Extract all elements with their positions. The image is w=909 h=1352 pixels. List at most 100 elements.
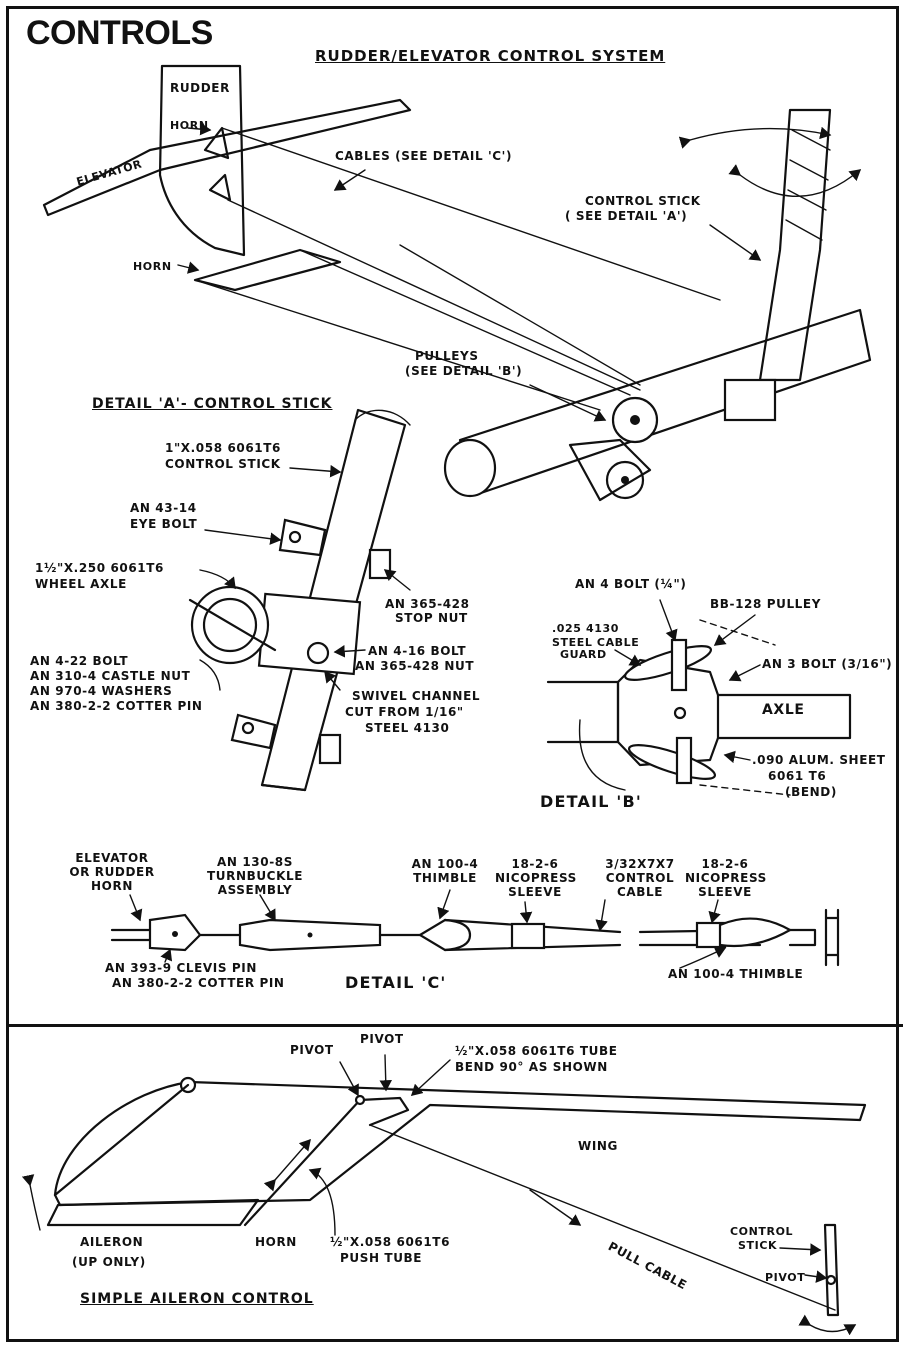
swivel-bolt-head	[306, 641, 330, 665]
detail-c-cable-1: 3/32x7x7	[605, 857, 675, 871]
eyebolt-leader	[204, 529, 282, 545]
bolt416-leader	[333, 645, 366, 658]
tube-leader	[289, 464, 342, 478]
stopnut-leader	[383, 569, 411, 591]
stick-leader	[709, 224, 762, 261]
detail-c-cable-2: CONTROL	[605, 871, 675, 885]
horn-left-label: HORN	[133, 260, 172, 273]
rudder-horn	[203, 126, 230, 160]
detail-c-sleeve2-2: NICOPRESS	[685, 871, 767, 885]
axle-stub-right	[716, 693, 852, 740]
stick-aileron-leader	[779, 1243, 822, 1256]
aileron-pivot-c: PIVOT	[765, 1271, 806, 1284]
stick-motion-aileron	[798, 1314, 857, 1336]
detail-c-horn-1: ELEVATOR	[75, 851, 149, 865]
thimble-leader	[437, 889, 451, 920]
bent-tube	[358, 1096, 410, 1127]
detail-a-bolt422-1: AN 4-22 BOLT	[30, 654, 129, 668]
push-tube	[243, 1098, 362, 1227]
sleeve2-leader	[708, 899, 721, 924]
axle-leader	[199, 569, 236, 590]
stick-grip-wrap	[785, 129, 831, 241]
an4-bolt-lower	[675, 736, 693, 785]
stop-nut-upper	[368, 548, 392, 580]
cables-leader	[333, 169, 366, 191]
page-frame	[6, 6, 899, 1342]
detail-a-tube-2: CONTROL STICK	[165, 457, 281, 471]
detail-c-horn-2: OR RUDDER	[69, 865, 155, 879]
turnbuckle-leader	[259, 894, 276, 922]
axle-stub-left	[546, 680, 620, 744]
rudder-label: RUDDER	[170, 81, 230, 95]
aileron-pivot-a: PIVOT	[290, 1043, 334, 1057]
detail-a-tube-1: 1"x.058 6061T6	[165, 441, 281, 455]
detail-c-drawing	[110, 889, 840, 969]
pulleys-ref: (SEE DETAIL 'B')	[405, 364, 523, 378]
clevis-leader	[160, 948, 173, 963]
detail-c-clevis-1: AN 393-9 CLEVIS PIN	[105, 961, 257, 975]
stick-break	[354, 409, 411, 426]
detail-c-sleeve2-3: SLEEVE	[698, 885, 752, 899]
detail-a-eyebolt-2: EYE BOLT	[130, 517, 198, 531]
detail-b-drawing	[546, 599, 852, 796]
rudder-elevator-heading: RUDDER/ELEVATOR CONTROL SYSTEM	[315, 47, 666, 65]
pull-cable-line	[369, 1124, 836, 1311]
axle-tube	[458, 308, 872, 497]
detail-b-an3bolt: AN 3 BOLT (3/16")	[762, 657, 893, 671]
detail-a-eyebolt-1: AN 43-14	[130, 501, 197, 515]
pivot-b-leader	[379, 1054, 393, 1092]
push-tube-leader	[308, 1167, 336, 1236]
control-stick-aileron	[823, 1223, 840, 1317]
detail-b-heading: DETAIL 'B'	[540, 792, 642, 811]
eye-bolt-lower	[230, 713, 277, 750]
aileron-push-2: PUSH TUBE	[340, 1251, 423, 1265]
pivot-c-leader	[804, 1270, 828, 1283]
detail-a-bolt422-4: AN 380-2-2 COTTER PIN	[30, 699, 203, 713]
detail-a-stopnut-1: AN 365-428	[385, 597, 470, 611]
pulley-leader	[713, 614, 756, 646]
aileron-surface	[46, 1198, 260, 1227]
detail-b-pulley: BB-128 PULLEY	[710, 597, 822, 611]
detail-c-sleeve2-1: 18-2-6	[701, 857, 749, 871]
aileron-pivot-b: PIVOT	[360, 1032, 404, 1046]
detail-c-turnbuckle-2: TURNBUCKLE	[206, 869, 304, 883]
thimble2-leader	[679, 946, 727, 969]
sheet-leader	[723, 750, 751, 764]
detail-c-thimble-2: THIMBLE	[413, 871, 477, 885]
detail-b-guard-1: .025 4130	[552, 622, 619, 635]
detail-a-bolt416-1: AN 4-16 BOLT	[368, 644, 467, 658]
cable-5	[399, 244, 641, 386]
elevator-surface	[42, 98, 412, 217]
detail-c-thimble-1: AN 100-4	[411, 857, 479, 871]
elevator-horn-plate	[193, 248, 342, 292]
detail-a-axle-1: 1½"x.250 6061T6	[35, 561, 164, 575]
cable-4	[299, 249, 631, 396]
detail-c-heading: DETAIL 'C'	[345, 973, 447, 992]
detail-c-horn-3: HORN	[91, 879, 133, 893]
pulley-lower-b	[627, 744, 717, 780]
horn-left-leader	[177, 261, 200, 274]
detail-a-bolt422-2: AN 310-4 CASTLE NUT	[30, 669, 191, 683]
section-divider	[6, 1024, 903, 1027]
sleeve-left	[510, 922, 546, 950]
bent-tube-leader	[410, 1059, 451, 1096]
detail-a-drawing	[188, 408, 411, 792]
aileron-wing: WING	[578, 1139, 618, 1153]
horn-top-label: HORN	[170, 119, 209, 132]
detail-a-swivel-2: CUT FROM 1/16"	[345, 705, 464, 719]
detail-c-sleeve-3: SLEEVE	[508, 885, 562, 899]
aileron-tube-1: ½"x.058 6061T6 TUBE	[455, 1044, 618, 1058]
horn-stub-right	[824, 908, 840, 967]
swivel-leader	[324, 670, 341, 691]
detail-a-bolt416-2: AN 365-428 NUT	[355, 659, 475, 673]
detail-c-sleeve-2: NICOPRESS	[495, 871, 577, 885]
axle-tube-end	[443, 438, 497, 498]
detail-c-clevis-2: AN 380-2-2 COTTER PIN	[112, 976, 285, 990]
control-stick-label: CONTROL STICK	[585, 194, 701, 208]
horn-c-leader	[129, 894, 143, 922]
page-title: CONTROLS	[26, 14, 213, 52]
aileron-label-1: AILERON	[80, 1235, 144, 1249]
cables-label: CABLES (SEE DETAIL 'C')	[335, 149, 513, 163]
thimble-right	[718, 917, 793, 948]
